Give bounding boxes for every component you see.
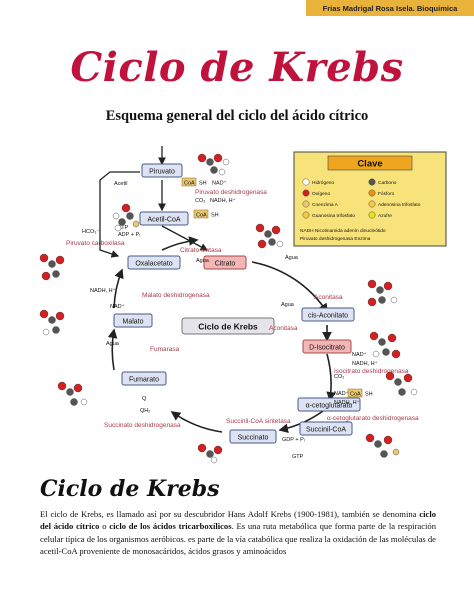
svg-text:Fumarato: Fumarato — [129, 377, 159, 384]
enzyme-citrato-sintasa: Citrato sintasa — [180, 247, 222, 254]
legend-swatch — [302, 200, 310, 208]
cofactor-agua-1: Agua — [196, 258, 210, 264]
legend-swatch — [368, 200, 376, 208]
cofactor-nadh-2: NADH, H⁺ — [352, 360, 378, 367]
legend-footer-1: NADH Nicotinamida adenín dinucleótido — [300, 228, 386, 234]
page-subtitle: Esquema general del ciclo del ácido cítr… — [105, 108, 369, 124]
legend-swatch — [368, 211, 376, 219]
cofactor-labels: Acetil CoA SH NAD⁺ CO₂ NADH, H⁺ CoA SH H… — [82, 177, 378, 460]
cofactor-adp: ADP + Pᵢ — [118, 232, 140, 238]
legend-item-label: Coenzima A — [312, 202, 339, 208]
svg-text:Malato: Malato — [122, 319, 143, 326]
svg-text:cis-Aconitato: cis-Aconitato — [308, 313, 348, 320]
paragraph-bold-term: ciclo de los ácidos tricarboxílicos — [109, 521, 232, 532]
cofactor-coa-1: CoA — [184, 181, 195, 187]
cofactor-atp: ATP — [118, 225, 129, 231]
legend-swatch — [302, 178, 310, 186]
metabolite-citrato: Citrato — [203, 255, 247, 270]
cofactor-sh-3: SH — [365, 392, 373, 398]
cofactor-nadh-1: NADH, H⁺ — [210, 197, 236, 204]
paragraph-bold-term: ciclo del ácido cítrico — [40, 509, 436, 532]
cofactor-gdp: GDP + Pᵢ — [282, 437, 305, 443]
legend-item-label: Carbono — [378, 180, 397, 186]
svg-text:Piruvato: Piruvato — [149, 169, 175, 176]
svg-text:Acetil-CoA: Acetil-CoA — [147, 217, 180, 224]
svg-text:Succinil-CoA: Succinil-CoA — [306, 427, 346, 434]
svg-text:Succinato: Succinato — [238, 435, 269, 442]
cofactor-q: Q — [142, 396, 147, 402]
cofactor-hco3: HCO₃⁻ — [82, 229, 99, 235]
legend-swatch — [302, 211, 310, 219]
enzyme-isocitrato-deshidrogenasa: Isocitrato deshidrogenasa — [334, 368, 409, 375]
cofactor-co2-2: CO₂ — [334, 374, 344, 380]
legend-item-label: Fósforo — [378, 191, 395, 197]
enzyme-alfa-cetoglutarato-deshidrogenasa: α-cetoglutarato deshidrogenasa — [327, 415, 419, 422]
legend-item-label: Azufre — [378, 213, 392, 219]
enzyme-malato-deshidrogenasa: Malato deshidrogenasa — [142, 292, 210, 299]
cofactor-sh-1: SH — [199, 181, 207, 187]
legend-item-label: Hidrógeno — [312, 180, 334, 186]
legend-item-label: Adenosina trifosfato — [378, 202, 421, 208]
enzyme-labels: Piruvato deshidrogenasa Piruvato carboxi… — [66, 189, 419, 429]
legend-swatch — [368, 178, 376, 186]
metabolite-succinato: Succinato — [229, 429, 277, 444]
cofactor-gtp: GTP — [292, 454, 304, 460]
legend-swatch — [302, 189, 310, 197]
metabolite-alfa-cetoglutarato: α-cetoglutarato — [297, 397, 361, 412]
cofactor-agua-4: Agua — [106, 341, 120, 347]
page-title: Ciclo de Krebs — [70, 44, 404, 91]
metabolite-malato: Malato — [113, 313, 153, 328]
cofactor-co2-1: CO₂ — [195, 198, 205, 204]
svg-text:Ciclo de Krebs: Ciclo de Krebs — [198, 322, 258, 332]
cofactor-nad-1: NAD⁺ — [212, 180, 227, 187]
legend-footer-2: Piruvato deshidrogenasa Enzima — [300, 236, 371, 242]
cofactor-nadh-4: NADH, H⁺ — [90, 287, 116, 294]
paragraph-text: . Es una ruta metabólica que forma parte… — [40, 521, 437, 557]
legend-item-label: Guanosina trifosfato — [312, 213, 355, 219]
cofactor-agua-2: Agua — [285, 255, 299, 261]
cofactor-nad-4: NAD⁺ — [110, 303, 125, 310]
metabolite-oxalacetato: Oxalacetato — [127, 255, 181, 270]
enzyme-fumarasa: Fumarasa — [150, 346, 180, 353]
legend-swatch — [368, 189, 376, 197]
cofactor-sh-2: SH — [211, 213, 219, 219]
metabolite-d-isocitrato: D-Isocitrato — [302, 339, 352, 354]
metabolite-succinil-coa: Succinil-CoA — [299, 421, 353, 436]
cofactor-coa-2: CoA — [196, 213, 207, 219]
legend-item-label: Oxígeno — [312, 191, 330, 197]
cofactor-nad-2: NAD⁺ — [352, 351, 367, 358]
legend-title: Clave — [357, 159, 382, 170]
enzyme-succinil-coa-sintetasa: Succinil-CoA sintetasa — [226, 418, 291, 425]
paragraph-text: o — [99, 521, 110, 532]
metabolite-cis-aconitato: cis-Aconitato — [301, 307, 355, 322]
cofactor-coa-3: CoA — [350, 392, 361, 398]
cofactor-qh2: QH₂ — [140, 408, 150, 414]
entry-arrows — [99, 146, 209, 258]
section-title: Ciclo de Krebs — [40, 476, 220, 502]
cycle-center-label: Ciclo de Krebs — [181, 317, 275, 335]
svg-text:D-Isocitrato: D-Isocitrato — [309, 345, 345, 352]
paragraph-text: El ciclo de Krebs, es llamado así por su… — [40, 509, 420, 519]
svg-text:Oxalacetato: Oxalacetato — [135, 261, 172, 268]
cofactor-acetil: Acetil — [114, 181, 127, 187]
metabolite-acetil-coa: Acetil-CoA — [139, 211, 189, 226]
svg-text:Citrato: Citrato — [215, 261, 236, 268]
molecule-models — [39, 153, 418, 464]
cofactor-agua-3: Agua — [281, 302, 295, 308]
enzyme-piruvato-deshidrogenasa: Piruvato deshidrogenasa — [195, 189, 267, 196]
metabolite-piruvato: Piruvato — [141, 163, 183, 178]
body-paragraph: El ciclo de Krebs, es llamado así por su… — [40, 508, 436, 558]
cofactor-nad-3: NAD⁺ — [334, 390, 349, 397]
author-tag: Frias Madrigal Rosa Isela. Bioquimica — [306, 0, 474, 16]
enzyme-aconitasa-2: Aconitasa — [269, 325, 298, 332]
cofactor-nadh-3: NADH, H⁺ — [334, 399, 360, 406]
enzyme-piruvato-carboxilasa: Piruvato carboxilasa — [66, 240, 125, 247]
krebs-cycle-diagram: Piruvato Acetil-CoA Citrato cis-Aconitat… — [39, 146, 447, 464]
svg-text:α-cetoglutarato: α-cetoglutarato — [306, 403, 353, 410]
metabolite-fumarato: Fumarato — [121, 371, 167, 386]
enzyme-succinato-deshidrogenasa: Succinato deshidrogenasa — [104, 422, 181, 429]
enzyme-aconitasa-1: Aconitasa — [314, 294, 343, 301]
